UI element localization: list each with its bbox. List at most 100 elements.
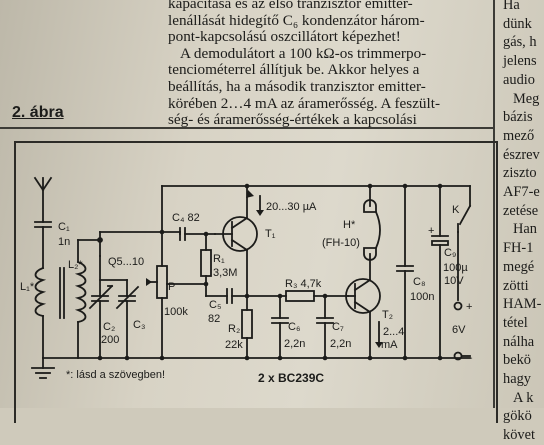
- label-p: P: [168, 281, 175, 293]
- label-l1: L₁*: [20, 281, 35, 293]
- label-c5-value: 82: [208, 313, 220, 325]
- right-line: A k: [513, 389, 534, 406]
- right-line: ziszto: [503, 165, 537, 182]
- label-c3: C₃: [133, 319, 145, 331]
- article-column: kapacitása és az első tranzisztor emitte…: [168, 0, 494, 129]
- ground-icon: [31, 357, 55, 379]
- capacitor-c8: [396, 185, 414, 359]
- label-c2: C₂: [103, 321, 115, 333]
- right-line: követ: [503, 427, 535, 444]
- right-line: gás, h: [503, 34, 537, 51]
- label-c9-value1: 100µ: [443, 262, 468, 274]
- article-line: tenciométerrel állítjuk be. Akkor helyes…: [168, 62, 420, 79]
- label-minus: –: [466, 352, 473, 364]
- capacitor-c4: [179, 227, 216, 241]
- right-line: Han: [513, 221, 537, 238]
- right-line: megé: [503, 258, 535, 275]
- label-supply: 6V: [452, 324, 466, 336]
- label-p-value: 100k: [164, 306, 188, 318]
- inductor-l2: [74, 237, 103, 359]
- right-line: FH-1: [503, 240, 534, 257]
- figure-label: 2. ábra: [12, 104, 64, 121]
- label-r3: R₃ 4,7k: [285, 278, 322, 290]
- right-line: nálha: [503, 333, 535, 350]
- capacitor-c5: [205, 283, 287, 304]
- capacitor-c6: [271, 295, 289, 359]
- label-c4: C₄ 82: [172, 212, 200, 224]
- right-line: észrev: [503, 146, 540, 163]
- article-line: beállítás, ha a második tranzisztor emit…: [168, 78, 426, 95]
- label-trim-range: Q5...10: [108, 256, 144, 268]
- label-t2: T₂: [382, 309, 393, 321]
- article-line: ség- és áramerősség-értékek a kapcsolási: [168, 112, 417, 129]
- terminal-plus: [453, 301, 463, 311]
- label-c1-value: 1n: [58, 236, 70, 248]
- label-c1: C₁: [58, 221, 70, 233]
- label-current-t2-a: 2...4: [383, 326, 404, 338]
- transistor-t2: [345, 253, 381, 359]
- label-l2: L₂*: [68, 259, 83, 271]
- right-line: Meg: [513, 90, 540, 107]
- label-h: H*: [343, 219, 356, 231]
- inductor-l1: [34, 266, 65, 359]
- column-divider: [493, 0, 495, 408]
- article-line: lenállását hidegítő C₆ kondenzátor három…: [168, 12, 425, 29]
- article-line: körében 2…4 mA az áramerősség. A feszült…: [168, 95, 441, 112]
- resistor-r1: [200, 233, 212, 285]
- resistor-r3: [285, 290, 349, 302]
- headphone-icon: [363, 185, 381, 261]
- circuit-schematic: C₁ 1n L₁* L₂* Q5...10 C₂ 200 C₃ C₄ 82 R₁…: [20, 176, 473, 385]
- label-r1-value: 3,3M: [213, 267, 237, 279]
- right-line: mező: [503, 127, 535, 144]
- figure-frame: [14, 141, 498, 423]
- figure-footnote: *: lásd a szövegben!: [66, 369, 165, 381]
- right-line: hagy: [503, 371, 531, 388]
- right-line: HAM-: [503, 296, 542, 313]
- label-r2: R₂: [228, 323, 240, 335]
- label-c2-value: 200: [101, 334, 119, 346]
- article-line: pont-kapcsolású oszcillátort képezhet!: [168, 29, 401, 46]
- antenna-icon: [33, 176, 53, 223]
- article-line: A demodulátort a 100 kΩ-os trimmerpo-: [180, 45, 427, 62]
- right-line: dünk: [503, 15, 532, 32]
- figure-caption: 2 x BC239C: [258, 371, 324, 385]
- right-line: bekö: [503, 352, 531, 369]
- switch-k: [457, 185, 472, 301]
- label-plus: +: [466, 301, 472, 313]
- label-c6-value: 2,2n: [284, 338, 305, 350]
- right-line: gökö: [503, 408, 532, 425]
- article-line: kapacitása és az első tranzisztor emitte…: [168, 0, 413, 12]
- label-c8-value: 100n: [410, 291, 434, 303]
- label-t1: T₁: [265, 228, 276, 240]
- right-line: AF7-e: [503, 184, 540, 201]
- label-c9: C₉: [444, 247, 456, 259]
- right-line: zetése: [503, 202, 539, 219]
- label-h-model: (FH-10): [322, 237, 360, 249]
- right-line: tétel: [503, 314, 528, 331]
- label-c6: C₆: [288, 321, 300, 333]
- capacitor-c1: [34, 221, 52, 269]
- figure-top-rule: [0, 127, 494, 129]
- capacitor-c7: [316, 295, 334, 359]
- right-line: Ha: [503, 0, 520, 13]
- label-r1: R₁: [213, 253, 225, 265]
- potentiometer-p: [147, 231, 207, 359]
- label-r2-value: 22k: [225, 339, 243, 351]
- capacitor-c9: [431, 185, 449, 359]
- resistor-r2: [241, 295, 253, 359]
- label-c8: C₈: [413, 276, 426, 288]
- label-c7: C₇: [332, 321, 344, 333]
- right-line: audio: [503, 71, 535, 88]
- label-c9-value2: 10V: [444, 275, 464, 287]
- right-line: jelens: [503, 53, 537, 70]
- label-c5: C₅: [209, 299, 221, 311]
- label-c7-value: 2,2n: [330, 338, 351, 350]
- label-k: K: [452, 204, 460, 216]
- right-line: bázis: [503, 109, 533, 126]
- right-line: zötti: [503, 277, 529, 294]
- label-current-t1: 20...30 µA: [266, 201, 317, 213]
- transistor-t1: [214, 185, 258, 297]
- capacitor-c2: [88, 255, 114, 359]
- label-current-t2-b: mA: [381, 339, 398, 351]
